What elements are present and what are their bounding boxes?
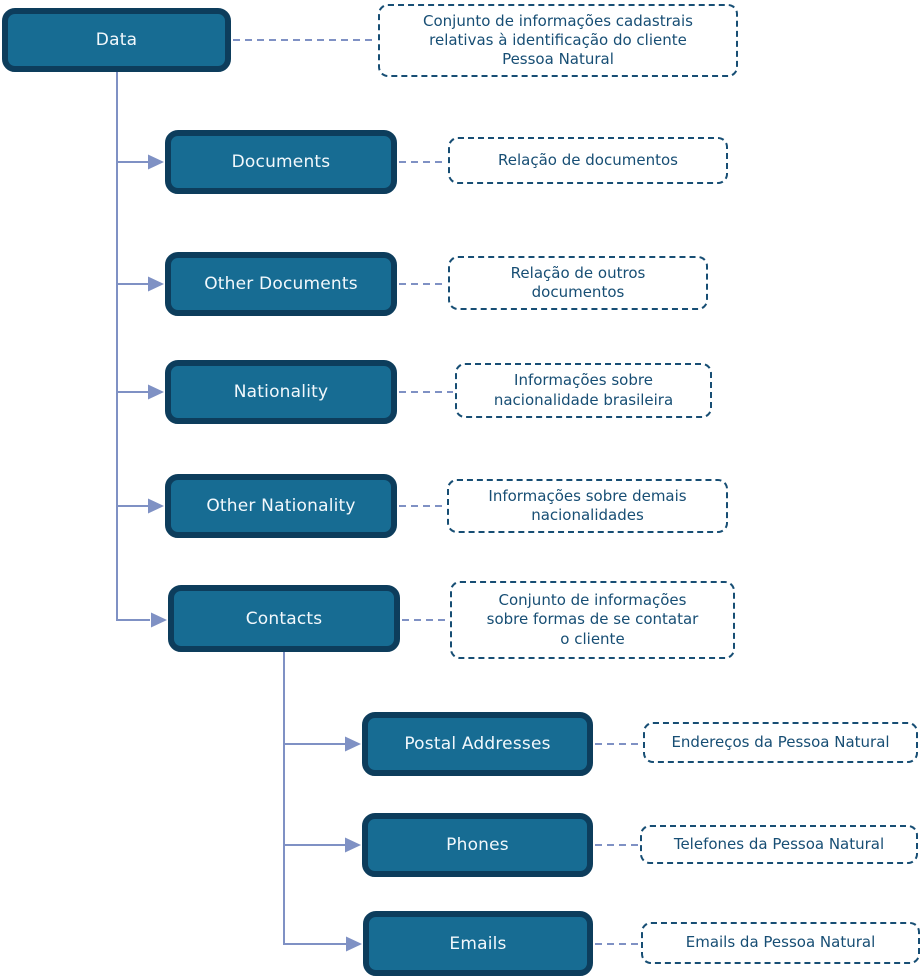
node-emails-label: Emails [449,933,507,954]
annotation-data: Conjunto de informações cadastrais relat… [378,4,738,77]
node-contacts: Contacts [168,585,400,652]
node-other-documents-label: Other Documents [204,274,358,294]
arrow-phones [345,837,361,853]
node-postal-addresses-label: Postal Addresses [404,734,551,754]
node-other-nationality-label: Other Nationality [206,496,356,516]
node-nationality-label: Nationality [233,382,329,402]
arrow-postal-addresses [345,736,361,752]
annotation-contacts: Conjunto de informações sobre formas de … [450,581,735,659]
annotation-nationality-text: Informações sobre nacionalidade brasilei… [493,371,674,409]
node-data: Data [2,8,231,72]
annotation-other-documents-text: Relação de outros documentos [510,263,646,301]
tree-edges [116,72,346,945]
node-contacts-label: Contacts [245,608,323,629]
annotation-emails-text: Emails da Pessoa Natural [685,933,876,952]
arrow-documents [148,154,164,170]
edge-contacts-trunk [283,652,346,945]
node-nationality: Nationality [165,360,397,424]
annotation-documents: Relação de documentos [448,137,728,184]
arrow-other-documents [148,276,164,292]
annotation-emails: Emails da Pessoa Natural [641,922,920,964]
node-postal-addresses: Postal Addresses [362,712,593,776]
annotation-links [233,39,641,945]
annotation-phones: Telefones da Pessoa Natural [640,825,918,864]
annotation-other-nationality: Informações sobre demais nacionalidades [447,479,728,533]
arrow-nationality [148,384,164,400]
arrowheads [148,154,362,952]
node-other-nationality: Other Nationality [165,474,397,538]
node-documents-label: Documents [231,152,331,172]
annotation-other-documents: Relação de outros documentos [448,256,708,310]
annotation-postal-addresses: Endereços da Pessoa Natural [643,722,918,763]
node-emails: Emails [363,911,593,976]
node-phones-label: Phones [446,835,509,855]
arrow-contacts [151,612,167,628]
edge-data-trunk [116,72,150,621]
node-documents: Documents [165,130,397,194]
annotation-documents-text: Relação de documentos [498,150,678,169]
node-data-label: Data [95,30,138,50]
annotation-phones-text: Telefones da Pessoa Natural [673,834,885,853]
annotation-data-text: Conjunto de informações cadastrais relat… [423,11,693,69]
annotation-contacts-text: Conjunto de informações sobre formas de … [486,591,699,648]
annotation-other-nationality-text: Informações sobre demais nacionalidades [488,486,687,524]
arrow-other-nationality [148,498,164,514]
annotation-nationality: Informações sobre nacionalidade brasilei… [455,363,712,418]
arrow-emails [346,936,362,952]
node-phones: Phones [362,813,593,877]
annotation-postal-addresses-text: Endereços da Pessoa Natural [671,732,890,751]
node-other-documents: Other Documents [165,252,397,316]
